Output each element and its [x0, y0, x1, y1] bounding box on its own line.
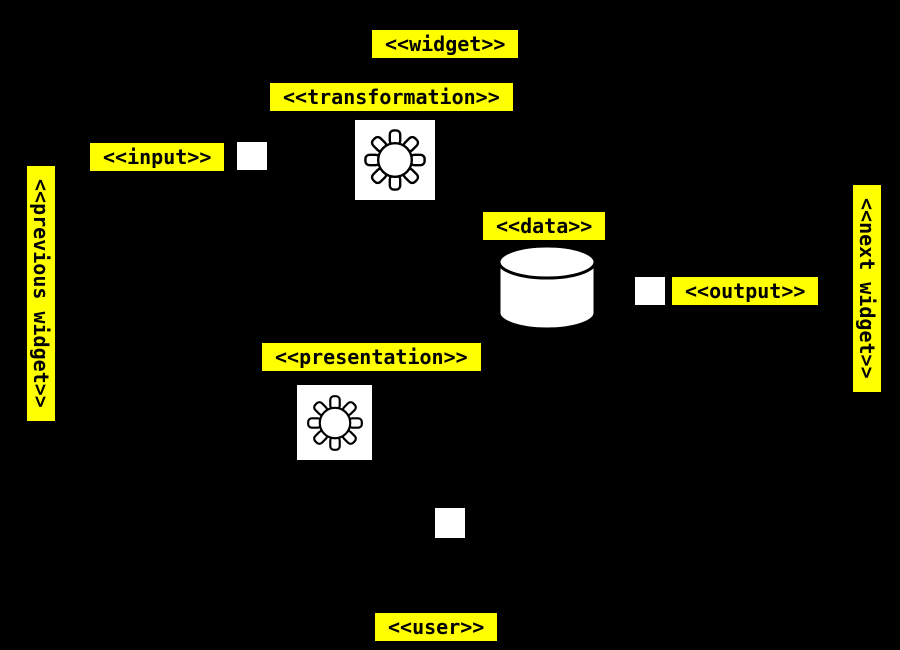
- output-port-square: [635, 277, 665, 305]
- transformation-component-box: [355, 120, 435, 200]
- stereotype-label-presentation: <<presentation>>: [262, 343, 481, 371]
- stereotype-label-previous-widget: <<previous widget>>: [27, 166, 55, 421]
- gear-icon: [306, 394, 363, 451]
- stereotype-label-output: <<output>>: [672, 277, 819, 305]
- stereotype-label-data: <<data>>: [483, 212, 606, 240]
- database-cylinder-icon: [497, 244, 597, 331]
- stereotype-label-input: <<input>>: [90, 143, 225, 171]
- user-port-square: [435, 508, 465, 538]
- stereotype-label-widget: <<widget>>: [372, 30, 519, 58]
- input-port-square: [237, 142, 267, 170]
- stereotype-label-user: <<user>>: [375, 613, 498, 641]
- stereotype-label-next-widget: <<next widget>>: [853, 185, 881, 392]
- data-store-shape: [497, 244, 597, 332]
- presentation-component-box: [297, 385, 372, 460]
- gear-icon: [364, 129, 426, 191]
- stereotype-label-transformation: <<transformation>>: [270, 83, 513, 111]
